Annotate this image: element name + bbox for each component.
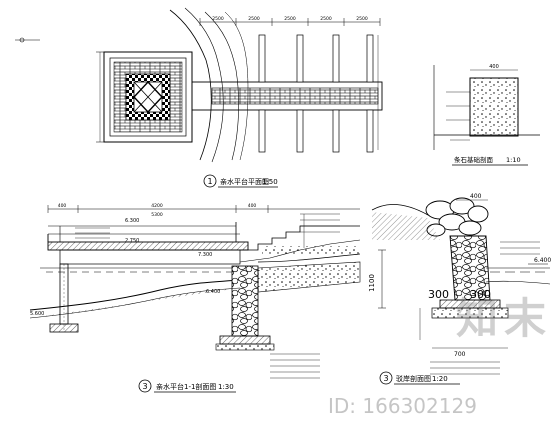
plan-dim-label: 2500 bbox=[212, 16, 224, 22]
revetment-scale: 1:20 bbox=[432, 375, 448, 383]
revetment-dim-300b: 300 bbox=[470, 288, 491, 301]
plan-post-upper bbox=[296, 34, 304, 83]
stone-detail: 400 条石基础剖面 1:10 bbox=[433, 64, 540, 166]
watermark-id: ID: 166302129 bbox=[328, 394, 477, 418]
section1-elev-deck: 6.300 bbox=[125, 218, 139, 224]
section-1-1: 400 4200 400 5300 6.300 2.750 7.300 6.40… bbox=[29, 203, 361, 393]
section1-scale: 1:30 bbox=[218, 383, 234, 391]
plan-post-upper bbox=[258, 34, 266, 83]
plan-post-lower bbox=[296, 109, 304, 153]
section1-dim-a: 400 bbox=[58, 203, 67, 209]
section1-elev-right: 7.300 bbox=[198, 252, 212, 258]
plan-dim-label: 2500 bbox=[320, 16, 332, 22]
section1-leaders bbox=[75, 213, 340, 248]
revetment-title: 驳岸剖面图 bbox=[396, 374, 431, 383]
revetment-dim-300a: 300 bbox=[428, 288, 449, 301]
plan-view: 2500 2500 2500 2500 2500 1 亲水平台平面图 1:50 bbox=[15, 7, 383, 188]
revetment-notes bbox=[430, 241, 540, 375]
section1-elev-water: 6.400 bbox=[206, 289, 220, 295]
stone-title: 条石基础剖面 bbox=[454, 155, 494, 164]
section1-bottom-notes bbox=[270, 353, 320, 379]
plan-title: 亲水平台平面图 bbox=[220, 177, 269, 186]
revetment-dim-top: 400 bbox=[470, 193, 482, 200]
plan-post-upper bbox=[332, 34, 340, 83]
stone-scale: 1:10 bbox=[506, 156, 521, 164]
plan-number: 1 bbox=[207, 177, 212, 186]
plan-number-circle bbox=[203, 174, 217, 188]
stone-leaders bbox=[446, 91, 470, 141]
section1-elev-bottom: 5.600 bbox=[30, 311, 44, 317]
plan-post-upper bbox=[366, 34, 374, 83]
stone-dim: 400 bbox=[489, 64, 499, 70]
revetment-dim-height: 1100 bbox=[368, 274, 376, 292]
plan-post-lower bbox=[258, 109, 266, 153]
section1-dim-b: 4200 bbox=[151, 203, 163, 209]
section1-elev-mid: 2.750 bbox=[125, 238, 139, 244]
revetment-number: 3 bbox=[383, 374, 388, 383]
plan-post-lower bbox=[332, 109, 340, 153]
section1-title: 亲水平台1-1剖面图 bbox=[156, 382, 216, 391]
plan-dim-label: 2500 bbox=[356, 16, 368, 22]
revetment-elev-water: 6.400 bbox=[534, 257, 551, 264]
watermark-brand: 知末 bbox=[455, 294, 552, 343]
section1-dim-c: 400 bbox=[248, 203, 257, 209]
plan-scale: 1:50 bbox=[262, 178, 278, 186]
plan-post-lower bbox=[366, 109, 374, 153]
plan-dim-label: 2500 bbox=[248, 16, 260, 22]
revetment-section: 6.400 1100 300 300 400 700 3 驳岸剖面图 bbox=[368, 193, 551, 385]
revetment-dim-width: 700 bbox=[454, 351, 466, 358]
section1-dim-total: 5300 bbox=[151, 212, 163, 218]
plan-dim-label: 2500 bbox=[284, 16, 296, 22]
section1-number: 3 bbox=[142, 382, 147, 391]
